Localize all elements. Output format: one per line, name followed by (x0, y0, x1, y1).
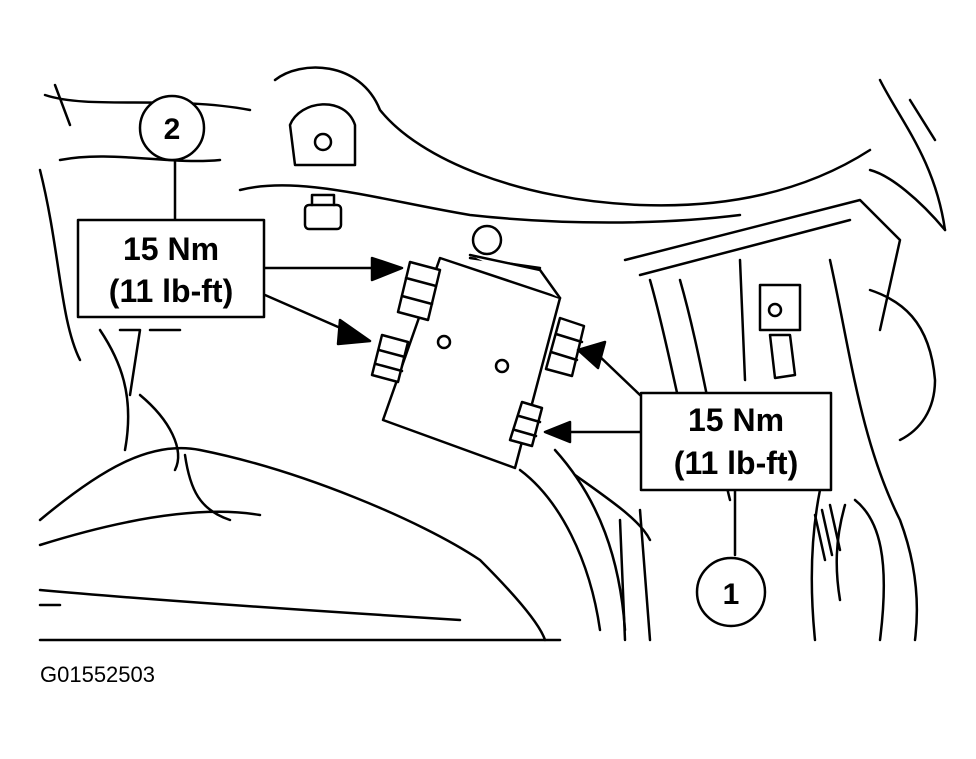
torque-nm-1: 15 Nm (688, 402, 784, 438)
callout-2: 2 15 Nm (11 lb-ft) (76, 94, 266, 319)
callout-circle-2 (138, 94, 206, 162)
arrow-upper-right (576, 340, 607, 370)
nut-upper-left (396, 260, 442, 322)
expansion-valve-block (370, 253, 586, 470)
nut-upper-right (544, 316, 586, 378)
arrow-upper-left (370, 256, 404, 282)
arrow-lower-left (336, 318, 372, 346)
torque-nm-2: 15 Nm (123, 231, 219, 267)
callout-number-1: 1 (723, 578, 740, 611)
leader-lines (173, 158, 737, 557)
nut-lower-left (370, 333, 410, 384)
callout-1: 15 Nm (11 lb-ft) 1 (639, 391, 833, 628)
callout-number-2: 2 (164, 113, 181, 146)
figure-id-label: G01552503 (40, 662, 155, 687)
background-linework (38, 66, 947, 642)
torque-box-1 (639, 391, 833, 492)
arrow-lower-right (543, 420, 572, 444)
torque-lbft-1: (11 lb-ft) (674, 445, 798, 481)
torque-lbft-2: (11 lb-ft) (109, 273, 233, 309)
arrowheads (336, 256, 607, 444)
torque-box-2 (76, 218, 266, 319)
callout-circle-1 (695, 556, 767, 628)
nut-lower-right (508, 400, 544, 448)
